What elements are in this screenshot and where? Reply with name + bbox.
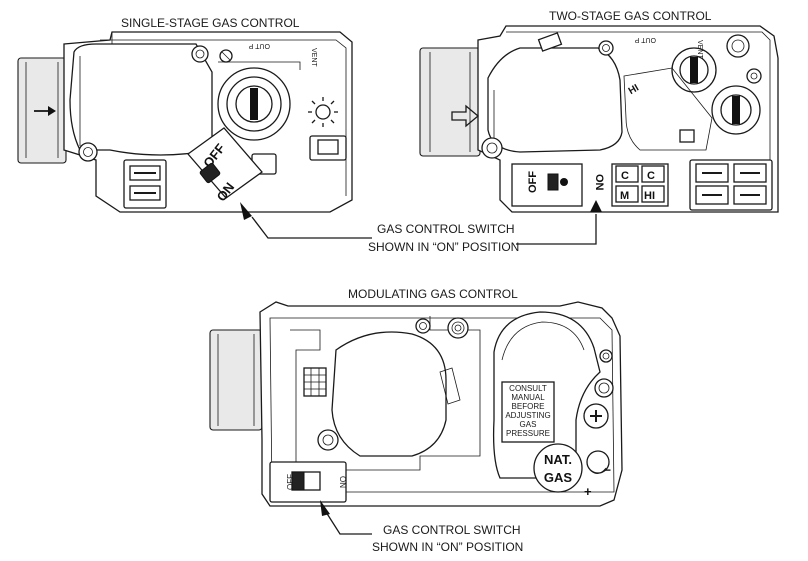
two-stage-flow-arrow-icon (451, 104, 480, 128)
top-callout-line2: SHOWN IN “ON” POSITION (368, 240, 519, 254)
consult-line-5: GAS (520, 420, 537, 429)
single-stage-title: SINGLE-STAGE GAS CONTROL (121, 16, 300, 30)
flow-arrow-icon (48, 106, 56, 116)
pressure-adjuster[interactable] (586, 450, 610, 474)
single-callout-leader (251, 216, 372, 239)
consult-line-2: MANUAL (511, 393, 545, 402)
two-stage-gas-control: TWO-STAGE GAS CONTROL OUT P VENT HI (419, 9, 779, 245)
two-stage-vent-label: VENT (696, 40, 703, 59)
adjuster-plus: + (584, 484, 592, 499)
consult-line-6: PRESSURE (506, 429, 550, 438)
adjuster-minus: − (604, 463, 611, 477)
two-stage-off-label: OFF (527, 171, 539, 193)
modulating-solenoid-cover (331, 331, 447, 457)
modulating-on-label: ON (338, 476, 347, 488)
consult-line-1: CONSULT (509, 384, 547, 393)
two-stage-inlet-pipe (419, 47, 481, 157)
consult-line-3: BEFORE (512, 402, 545, 411)
consult-manual-label-box (501, 381, 555, 443)
single-out-p-label: OUT P (248, 42, 270, 49)
terminal-c-label-2: C (647, 170, 655, 182)
nat-gas-line1: NAT. (544, 452, 572, 467)
bottom-callout-line2: SHOWN IN “ON” POSITION (372, 540, 523, 554)
nat-gas-line2: GAS (544, 470, 573, 485)
single-gas-control-switch[interactable] (199, 162, 221, 184)
terminal-m-label: M (620, 190, 629, 202)
two-stage-cover (487, 47, 623, 153)
modulating-off-label: OFF (286, 474, 295, 490)
modulating-callout-leader (325, 511, 372, 535)
bottom-callout-line1: GAS CONTROL SWITCH (383, 523, 521, 537)
single-switch-plate (187, 127, 263, 199)
top-callout-line1: GAS CONTROL SWITCH (377, 222, 515, 236)
terminal-hi-label: HI (644, 190, 655, 202)
single-vent-label: VENT (310, 48, 317, 67)
modulating-title: MODULATING GAS CONTROL (348, 287, 518, 301)
modulating-gas-control-switch[interactable] (291, 471, 305, 491)
single-stage-gas-control: SINGLE-STAGE GAS CONTROL OUT P VENT (17, 16, 372, 239)
nat-gas-badge (533, 443, 583, 493)
consult-line-4: ADJUSTING (505, 411, 550, 420)
two-stage-on-label: ON (593, 174, 605, 191)
two-stage-out-p-label: OUT P (634, 36, 656, 43)
two-stage-callout-leader (516, 214, 597, 245)
two-stage-title: TWO-STAGE GAS CONTROL (549, 9, 712, 23)
modulating-gas-control: MODULATING GAS CONTROL (209, 287, 623, 535)
terminal-c-label-1: C (621, 170, 629, 182)
single-cover (69, 43, 213, 156)
two-stage-gas-control-switch[interactable] (547, 173, 559, 191)
pilot-sun-icon (308, 97, 338, 127)
modulating-vent-grid (303, 367, 327, 397)
